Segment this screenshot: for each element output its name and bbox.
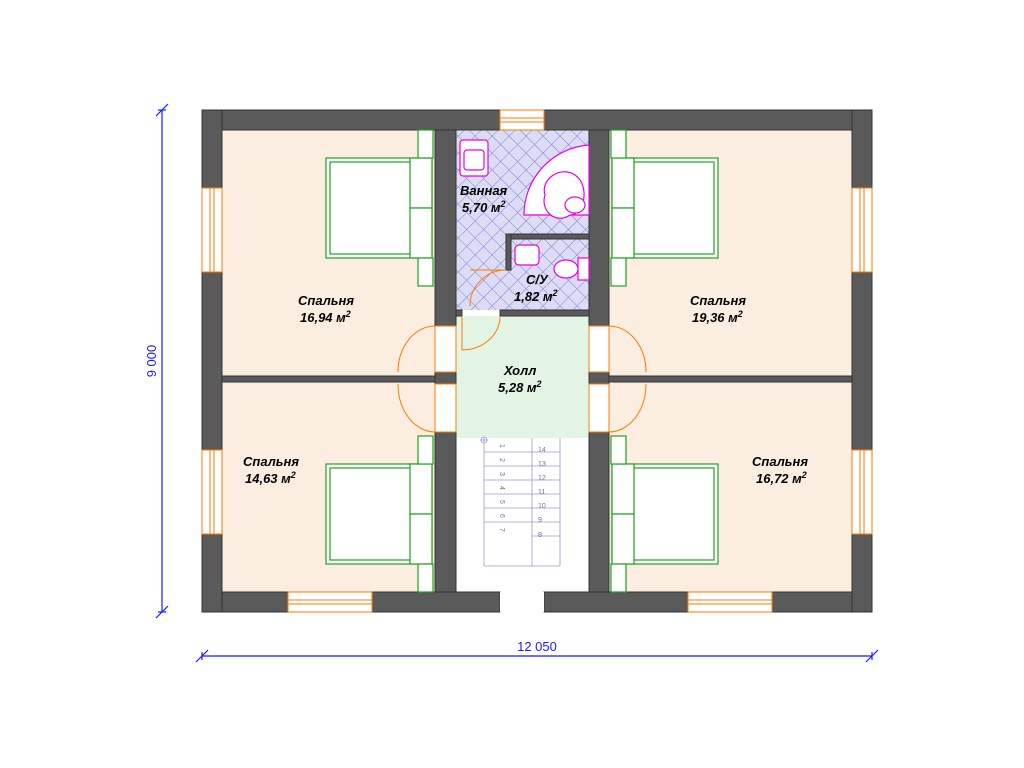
step-right: 8 (538, 532, 542, 539)
step-right: 13 (538, 461, 546, 468)
room-labels: Спальня 16,94 м2 Спальня 14,63 м2 Спальн… (243, 183, 808, 486)
room-name-bedroom-bottom-right: Спальня (752, 454, 808, 469)
stair-step-numbers: 1 2 3 4 5 6 7 14 13 12 11 10 9 8 (498, 444, 546, 539)
step-right: 11 (538, 489, 545, 496)
staircase (480, 436, 561, 567)
room-name-hall: Холл (503, 363, 536, 378)
room-area-bedroom-bottom-right: 16,72 м2 (756, 470, 807, 486)
room-name-bedroom-top-left: Спальня (298, 293, 354, 308)
hall-floor (456, 316, 589, 438)
step-right: 14 (538, 447, 546, 454)
height-dimension-label: 9 000 (144, 345, 159, 378)
step-left: 7 (498, 528, 505, 532)
step-right: 9 (538, 517, 542, 524)
room-area-bedroom-top-left: 16,94 м2 (300, 309, 351, 325)
windows (201, 109, 873, 613)
step-left: 2 (498, 458, 505, 462)
step-left: 1 (498, 444, 505, 448)
step-right: 10 (538, 503, 546, 510)
beds (325, 129, 719, 593)
step-left: 4 (498, 486, 505, 490)
room-name-wc: С/У (526, 272, 549, 287)
doors (397, 269, 647, 433)
step-left: 6 (498, 514, 505, 518)
step-right: 12 (538, 475, 546, 482)
step-left: 5 (498, 500, 505, 504)
room-name-bedroom-bottom-left: Спальня (243, 454, 299, 469)
dimension-lines (155, 103, 879, 663)
plumbing (459, 139, 590, 281)
room-name-bathroom: Ванная (460, 183, 508, 198)
bed-bottom-left (325, 435, 434, 593)
toilet-icon (577, 257, 590, 281)
room-name-bedroom-top-right: Спальня (690, 293, 746, 308)
bed-bottom-right (610, 435, 719, 593)
room-area-hall: 5,28 м2 (498, 379, 542, 395)
bed-top-left (325, 129, 434, 287)
room-area-bathroom: 5,70 м2 (462, 199, 506, 215)
step-left: 3 (498, 472, 505, 476)
stair-area-floor (456, 438, 589, 592)
bed-top-right (610, 129, 719, 287)
room-area-wc: 1,82 м2 (514, 288, 558, 304)
wc-sink-icon (514, 244, 540, 266)
room-area-bedroom-bottom-left: 14,63 м2 (245, 470, 296, 486)
room-area-bedroom-top-right: 19,36 м2 (692, 309, 743, 325)
width-dimension-label: 12 050 (517, 639, 557, 654)
